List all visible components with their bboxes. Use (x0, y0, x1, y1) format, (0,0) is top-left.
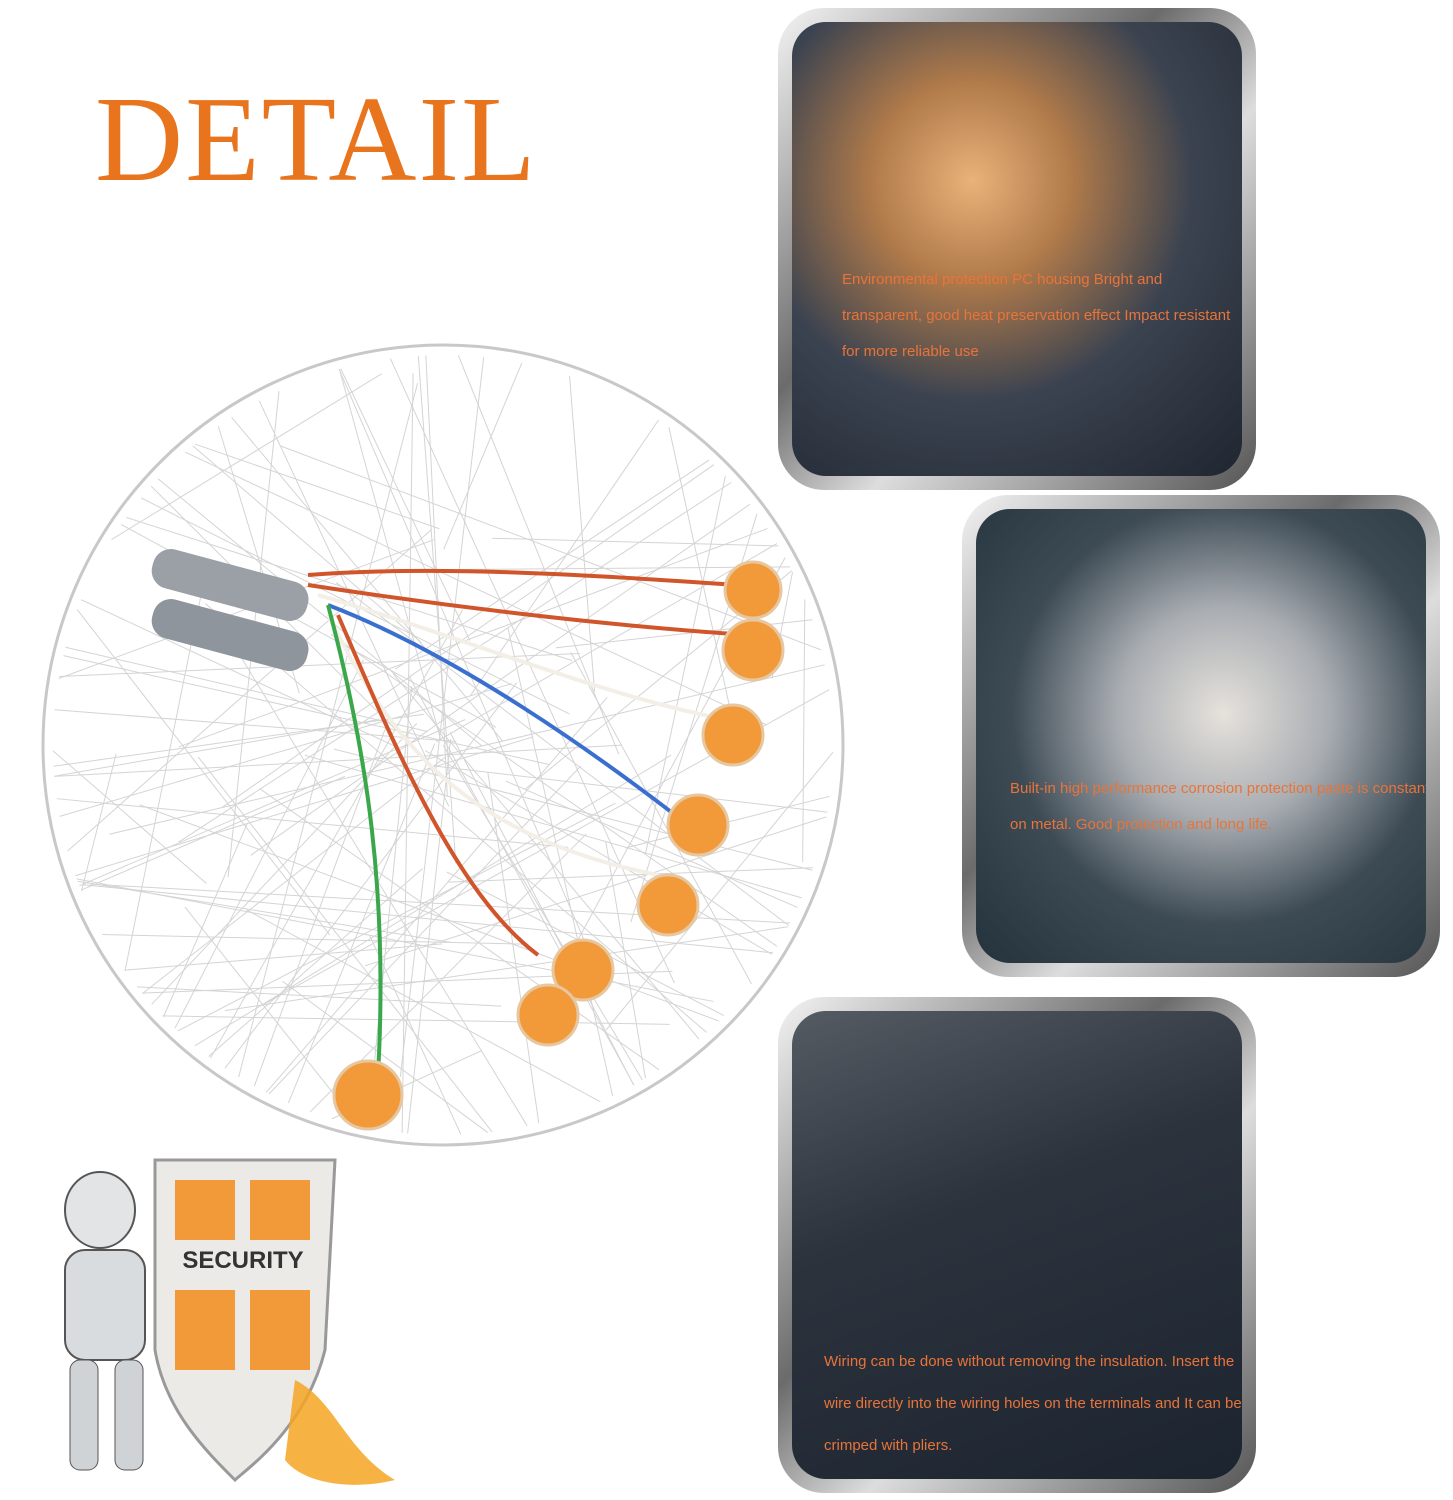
security-robot-illustration: SECURITY (64, 1158, 395, 1485)
panel-wiring-text: Wiring can be done without removing the … (824, 1353, 1242, 1454)
page-title: DETAIL (95, 72, 538, 207)
fire-icon (285, 1380, 395, 1485)
panel-corrosion-text: Built-in high performance corrosion prot… (1010, 780, 1426, 833)
network-globe-illustration (41, 343, 845, 1147)
cable-icon (151, 549, 749, 1076)
panel-housing: Environmental protection PC housing Brig… (778, 8, 1256, 490)
connector-icons (332, 560, 785, 1131)
security-badge-text: SECURITY (182, 1247, 303, 1274)
panel-housing-text: Environmental protection PC housing Brig… (842, 271, 1231, 360)
panel-corrosion: Built-in high performance corrosion prot… (962, 495, 1440, 977)
panel-wiring: Wiring can be done without removing the … (778, 997, 1256, 1493)
